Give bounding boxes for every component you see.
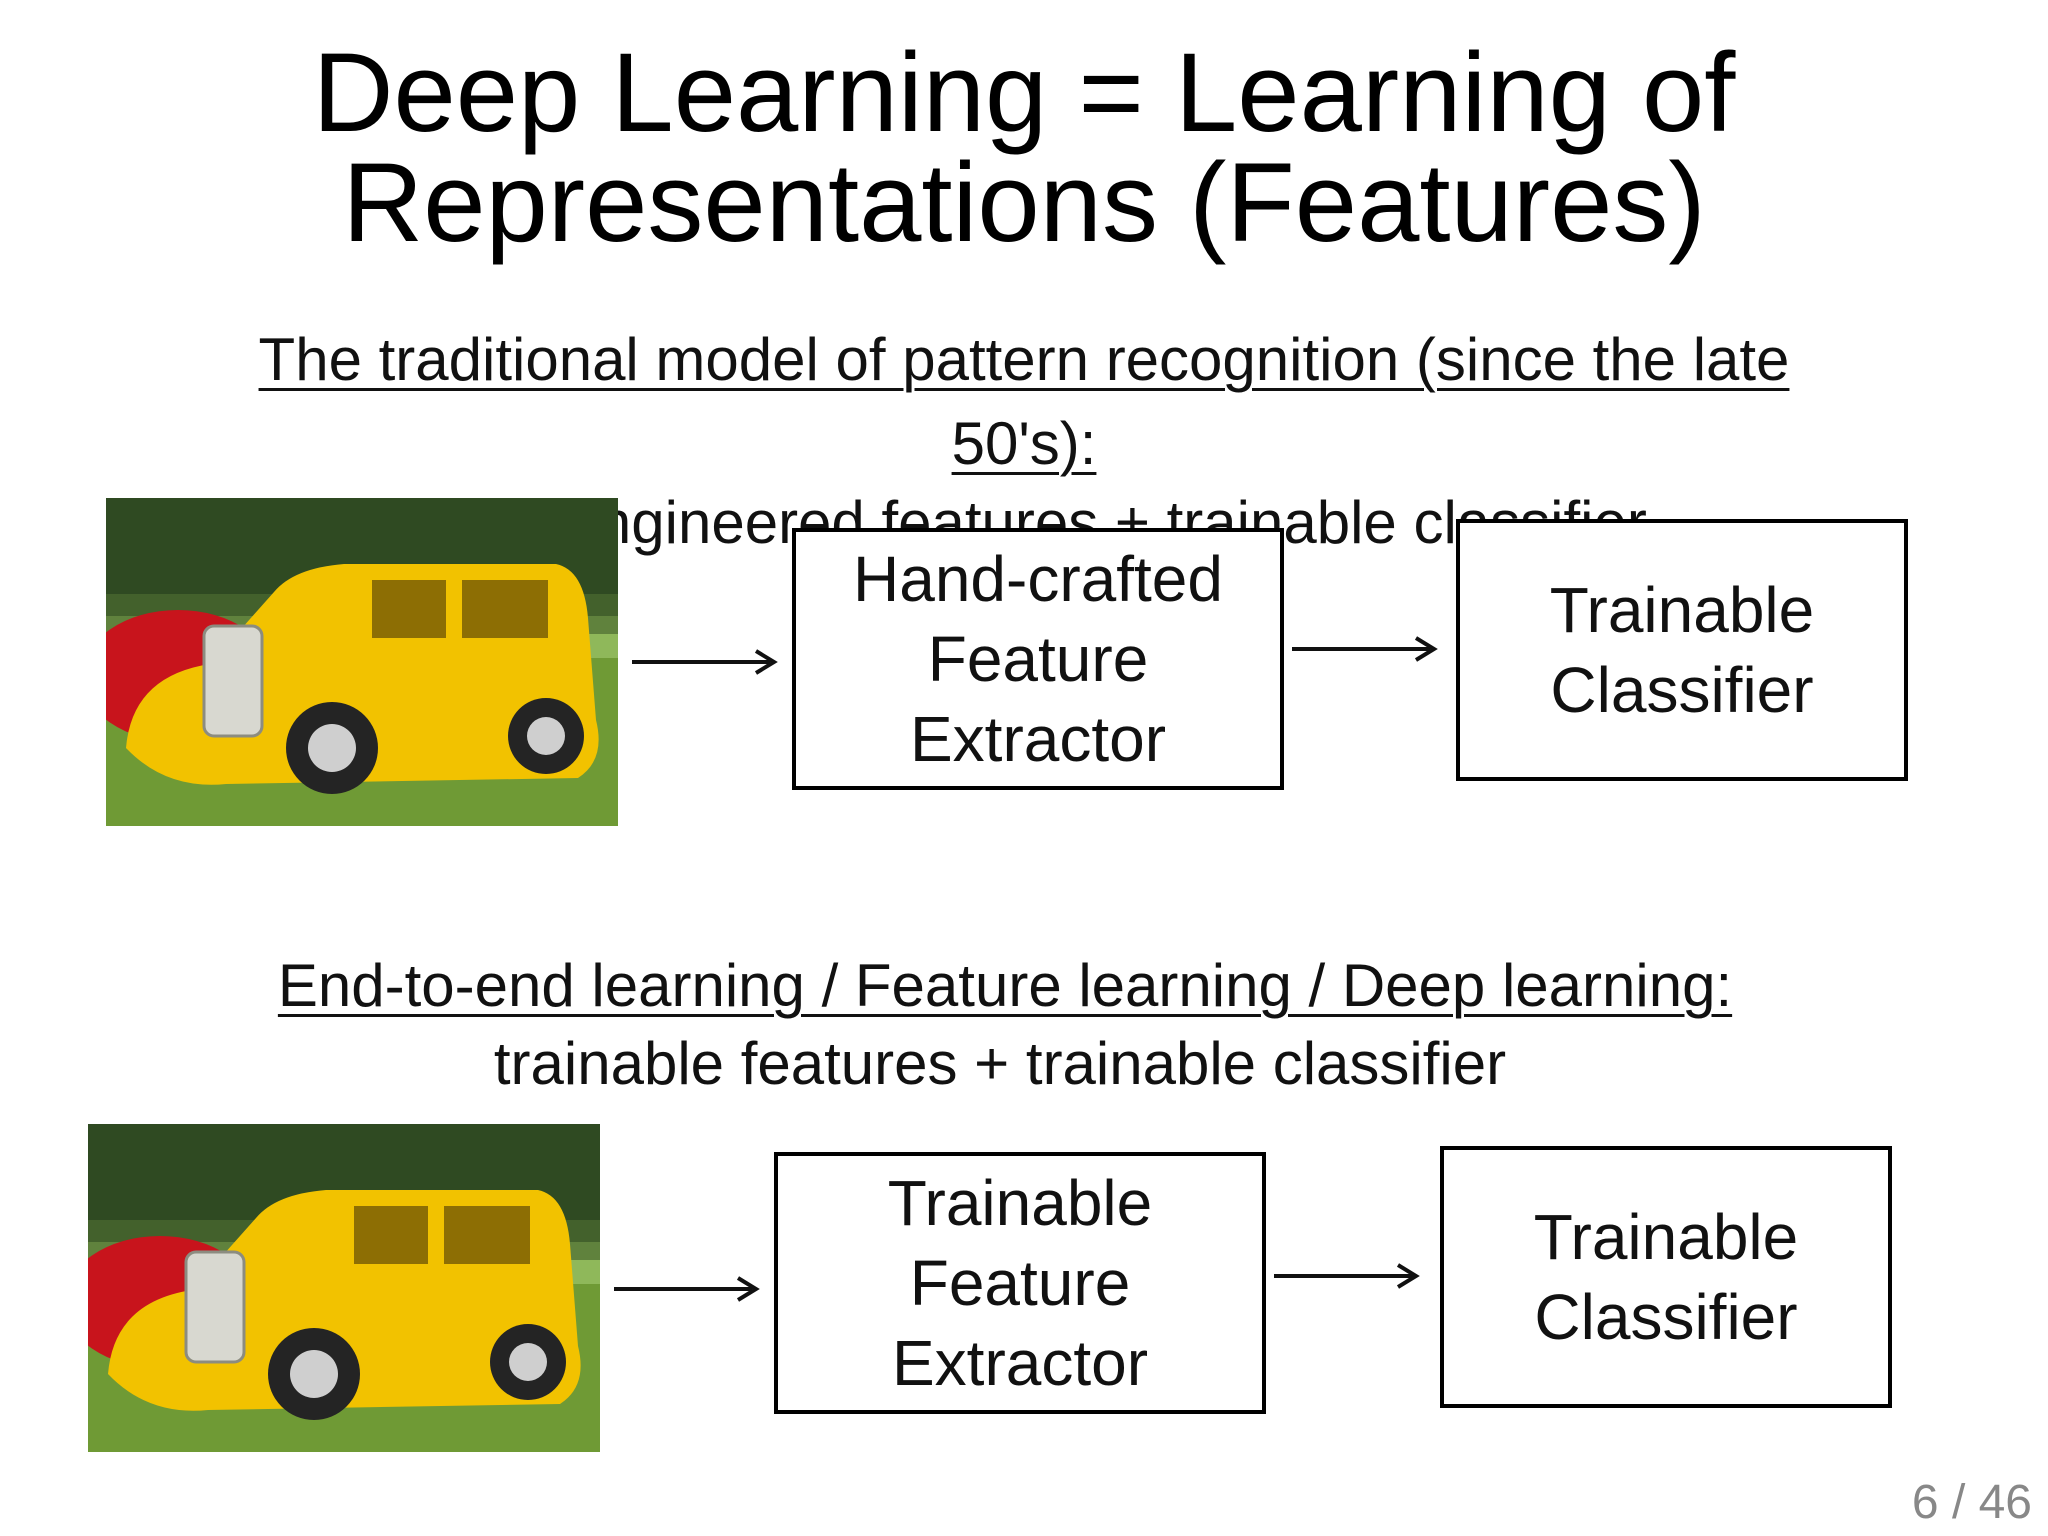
box-label-line: Extractor: [853, 699, 1223, 779]
section2-heading-line: End-to-end learning / Feature learning /…: [0, 944, 2010, 1028]
right-arrow-icon: [632, 647, 782, 677]
trainable-classifier-box: Trainable Classifier: [1456, 519, 1908, 781]
box-label-line: Trainable: [1534, 1197, 1798, 1277]
car-photo-1: [106, 498, 618, 826]
section2-heading: End-to-end learning / Feature learning /…: [0, 944, 2010, 1028]
page-number: 6 / 46: [1912, 1475, 2032, 1530]
yellow-car-photo: [106, 498, 618, 826]
box-label-line: Trainable: [1550, 570, 1814, 650]
box-label-line: Feature: [853, 619, 1223, 699]
box-label-line: Classifier: [1550, 650, 1814, 730]
car-photo-2: [88, 1124, 600, 1452]
box-label-line: Classifier: [1534, 1277, 1798, 1357]
box-label-line: Trainable: [888, 1163, 1152, 1243]
yellow-car-photo: [88, 1124, 600, 1452]
trainable-feature-extractor-box: Trainable Feature Extractor: [774, 1152, 1266, 1414]
trainable-classifier-box: Trainable Classifier: [1440, 1146, 1892, 1408]
slide-title: Deep Learning = Learning of Representati…: [0, 38, 2048, 258]
right-arrow-icon: [614, 1274, 764, 1304]
section2-subheading: trainable features + trainable classifie…: [0, 1028, 2000, 1100]
box-label-line: Hand-crafted: [853, 539, 1223, 619]
section1-heading-line-1: The traditional model of pattern recogni…: [0, 318, 2048, 402]
section1-heading-line-2: 50's):: [0, 402, 2048, 486]
title-line-1: Deep Learning = Learning of: [0, 38, 2048, 148]
box-label-line: Extractor: [888, 1323, 1152, 1403]
title-line-2: Representations (Features): [0, 148, 2048, 258]
box-label-line: Feature: [888, 1243, 1152, 1323]
section1-heading: The traditional model of pattern recogni…: [0, 318, 2048, 486]
right-arrow-icon: [1292, 634, 1442, 664]
hand-crafted-feature-extractor-box: Hand-crafted Feature Extractor: [792, 528, 1284, 790]
right-arrow-icon: [1274, 1261, 1424, 1291]
